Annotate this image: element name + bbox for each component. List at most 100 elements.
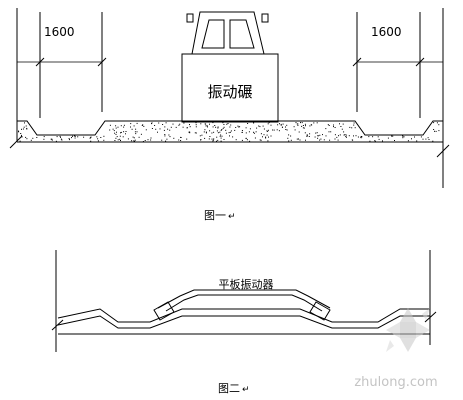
fill-dot — [97, 138, 99, 140]
fill-dot — [138, 136, 140, 138]
fill-dot — [302, 125, 304, 126]
fill-dot — [270, 124, 272, 126]
fill-dot — [247, 123, 249, 124]
fill-dot — [265, 137, 267, 139]
fill-dot — [262, 136, 263, 138]
fill-dot — [239, 126, 241, 128]
fill-dot — [150, 137, 152, 139]
fill-dot — [267, 140, 269, 142]
fill-dot — [120, 140, 121, 141]
fill-dot — [338, 135, 339, 137]
fill-dot — [125, 131, 127, 132]
watermark-site: zhulong.com — [354, 375, 437, 390]
fill-dot — [123, 124, 125, 126]
fill-dot — [21, 136, 23, 138]
fill-dot — [285, 126, 286, 128]
fill-dot — [188, 131, 190, 133]
fill-dot — [115, 137, 117, 139]
watermark-logo-icon — [386, 308, 430, 352]
fill-dot — [327, 124, 329, 126]
fill-dot — [169, 136, 171, 138]
fill-dot — [19, 140, 21, 142]
fill-dot — [263, 128, 265, 130]
fill-dot — [369, 140, 371, 142]
fill-dot — [220, 134, 222, 136]
fill-dot — [374, 140, 376, 142]
fill-dot — [165, 140, 167, 142]
fill-dot — [245, 138, 247, 139]
fill-dot — [353, 122, 355, 124]
fill-dot — [267, 123, 269, 125]
fill-dot — [435, 130, 437, 132]
fill-dot — [165, 122, 167, 124]
fill-dot — [211, 138, 213, 140]
fill-dot — [90, 140, 92, 142]
fill-dot — [220, 140, 222, 142]
fill-dot — [115, 127, 117, 129]
fill-dot — [279, 123, 280, 125]
fill-dot — [223, 139, 225, 140]
fill-dot — [286, 129, 288, 131]
fill-dot — [309, 125, 311, 127]
fill-dot — [133, 125, 135, 127]
fill-dot — [134, 139, 136, 141]
fill-dot — [50, 138, 52, 140]
fill-dot — [230, 124, 232, 126]
fill-dot — [259, 126, 261, 128]
fill-dot — [151, 123, 152, 125]
fill-dot — [308, 136, 310, 137]
fill-dot — [142, 141, 144, 142]
fill-dot — [222, 122, 224, 124]
fill-dot — [402, 135, 404, 137]
fill-dot — [374, 140, 376, 142]
fill-dot — [103, 139, 105, 141]
fill-dot — [167, 128, 169, 130]
fill-dot — [142, 124, 144, 126]
fill-dot — [182, 126, 184, 128]
fill-dot — [377, 136, 379, 138]
fill-dot — [77, 136, 79, 138]
fill-dot — [209, 136, 211, 137]
fill-dot — [427, 137, 429, 139]
fill-dot — [164, 126, 166, 128]
fill-dot — [217, 127, 219, 129]
fill-dot — [109, 124, 111, 126]
fill-dot — [287, 137, 289, 139]
fill-dot — [248, 131, 250, 133]
fill-dot — [151, 128, 153, 129]
figure-1-caption-mark: ↵ — [228, 212, 236, 222]
fill-dot — [306, 134, 308, 136]
fill-dot — [117, 126, 119, 128]
fill-dot — [55, 140, 57, 142]
fill-dot — [320, 138, 322, 140]
fill-dot — [273, 129, 275, 131]
fill-dot — [221, 135, 223, 137]
fill-dot — [317, 135, 319, 137]
fill-dot — [277, 124, 279, 126]
fill-dot — [432, 140, 434, 142]
fill-dot — [21, 128, 22, 130]
fill-dot — [205, 132, 207, 134]
fill-dot — [166, 138, 168, 140]
fill-dot — [168, 134, 170, 136]
fill-dot — [293, 126, 295, 128]
fill-dot — [422, 138, 424, 140]
fill-dot — [245, 132, 247, 134]
fill-dot — [425, 138, 427, 140]
fill-dot — [60, 136, 61, 138]
fill-dot — [170, 126, 172, 128]
fill-dot — [267, 129, 269, 131]
fill-dot — [189, 126, 191, 128]
fill-dot — [300, 122, 301, 124]
fill-dot — [159, 128, 161, 130]
fill-dot — [259, 139, 261, 141]
fill-dot — [56, 136, 58, 138]
fill-dot — [201, 134, 203, 136]
left-dimension-line — [17, 57, 107, 67]
fill-dot — [195, 122, 197, 124]
fill-dot — [21, 134, 22, 136]
fill-dot — [294, 129, 296, 131]
fill-dot — [120, 131, 122, 133]
fill-dot — [345, 136, 347, 138]
fill-dot — [186, 127, 188, 129]
